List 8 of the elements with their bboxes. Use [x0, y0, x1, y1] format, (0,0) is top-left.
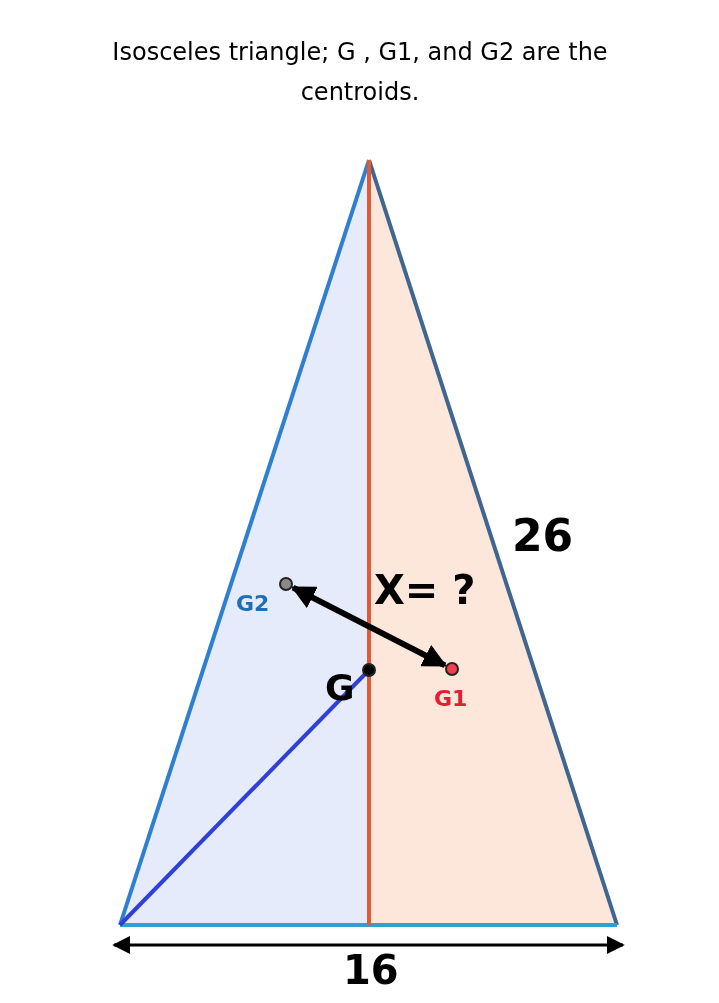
point-label: G [325, 668, 355, 708]
point-label: G2 [236, 592, 270, 617]
dimension-label: 16 [343, 948, 399, 992]
arrow [291, 584, 447, 669]
edge-label: X= ? [374, 570, 476, 610]
side-length: 26 [512, 512, 574, 561]
point-label: G1 [434, 687, 468, 712]
title: Isosceles triangle; G , G1, and G2 are the centroids. [111, 37, 609, 108]
